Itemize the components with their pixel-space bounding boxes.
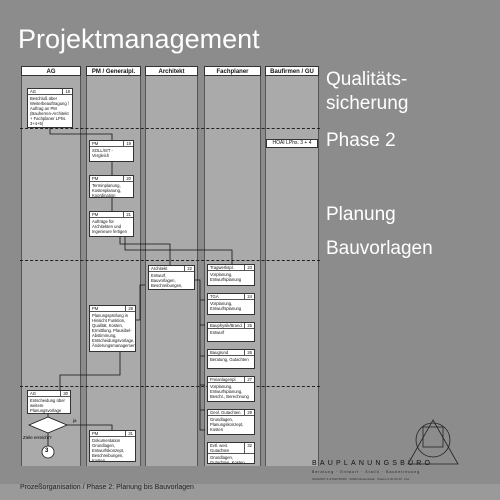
footer-bar <box>0 484 500 500</box>
connector-label: 3 <box>45 448 49 454</box>
logo-subtitle: Beratung · Entwurf · Statik · Baubetreuu… <box>312 470 421 474</box>
lane-header-ag: AG <box>21 66 81 76</box>
logo-contact: SCHMIDT & STADTPARK · 00000 Musterstadt … <box>312 477 410 481</box>
label-phase: Phase 2 <box>326 130 396 151</box>
branch-fach <box>200 299 205 411</box>
label-bauvorlagen: Bauvorlagen <box>326 238 433 259</box>
page-title: Projektmanagement <box>18 24 260 54</box>
arrow-18-19 <box>49 127 113 140</box>
process-box-27: Freianlagenpl.27 Vorplanung, Entwurfspla… <box>207 376 255 402</box>
hoai-label: HOAI LPhs. 3 + 4 <box>266 139 318 148</box>
arrow-decision-31 <box>66 424 113 432</box>
label-qualitaet-1: Qualitäts- <box>326 69 408 90</box>
process-box-23: Tragwerkspl.23 Vorplanung, Entwurfsplanu… <box>207 264 255 286</box>
lane-header-architekt: Architekt <box>145 66 198 76</box>
logo-name: BAUPLANUNGSBÜRO <box>312 460 434 467</box>
footer-caption: Prozeßorganisation / Phase 2: Planung bi… <box>20 484 194 491</box>
lane-header-baufirmen: Baufirmen / GU <box>265 66 319 76</box>
label-qualitaet-2: sicherung <box>326 93 409 114</box>
arrow-22-fach <box>195 279 205 431</box>
arrow-21-22 <box>119 237 171 265</box>
decision-branch-label: ja <box>73 418 77 423</box>
lane-header-fachplaner: Fachplaner <box>204 66 261 76</box>
decision-label: Ziele erreicht? <box>23 435 52 440</box>
label-planung: Planung <box>326 204 396 225</box>
process-box-25: Bauphysik/Brand.25 Entwurf <box>207 322 255 342</box>
arrow-28-30 <box>59 352 121 390</box>
connector-circle <box>41 445 55 459</box>
logo-mark <box>407 419 459 465</box>
lane-header-pm: PM / Generalpl. <box>86 66 141 76</box>
separator-entscheidung <box>20 386 320 387</box>
separator-qualitaet <box>20 128 320 129</box>
arrow-21-23 <box>124 237 233 264</box>
decision-diamond <box>27 416 69 434</box>
